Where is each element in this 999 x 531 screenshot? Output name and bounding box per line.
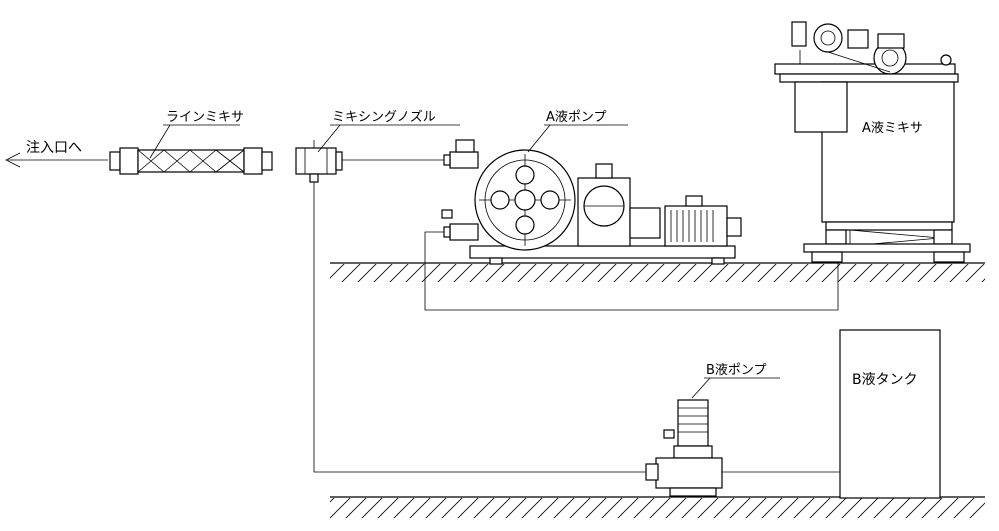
piping [5,152,840,473]
pump-a [441,139,742,265]
label-leaders [149,124,780,399]
outlet-label: 注入口へ [26,140,82,156]
tank-b-label: B液タンク [852,372,918,388]
pump-b [645,399,723,497]
ground-lower [330,496,985,518]
tank-b [839,329,941,499]
line-mixer-label: ラインミキサ [166,110,244,125]
mixer-a [774,21,971,263]
pump-b-label: B液ポンプ [706,363,767,378]
line-mixer [109,147,273,175]
mixing-nozzle [295,140,343,183]
ground-upper [330,262,985,282]
mixing-nozzle-label: ミキシングノズル [332,109,436,125]
mixer-a-label: A液ミキサ [862,121,923,136]
pump-a-label: A液ポンプ [546,110,607,125]
